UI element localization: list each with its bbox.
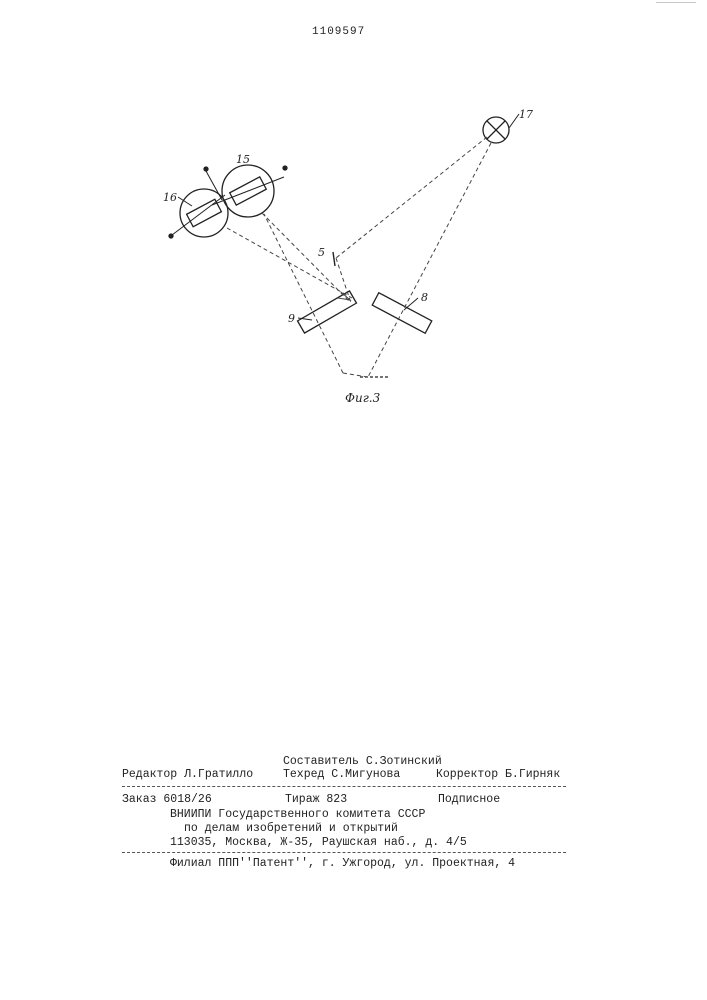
- element-5-symbol: [333, 252, 335, 266]
- label-17: 17: [519, 108, 533, 121]
- lamp-leader-line: [509, 114, 519, 128]
- organization-line-2: по делам изобретений и открытий: [184, 822, 398, 836]
- circulation-line: Тираж 823: [285, 793, 347, 807]
- element-15-symbol: [212, 165, 287, 217]
- rule-top: [122, 786, 566, 787]
- figure-3-optical-diagram: 17 15 16 5 9 8 Фиг.3: [0, 0, 707, 420]
- editor-line: Редактор Л.Гратилло: [122, 768, 253, 782]
- label-9: 9: [288, 312, 295, 325]
- corrector-line: Корректор Б.Гирняк: [436, 768, 560, 782]
- lamp-17-symbol: [483, 117, 509, 143]
- address-line: 113035, Москва, Ж-35, Раушская наб., д. …: [170, 836, 467, 850]
- label-8: 8: [421, 291, 428, 304]
- compiler-line: Составитель С.Зотинский: [283, 755, 442, 769]
- subscription-line: Подписное: [438, 793, 500, 807]
- rule-bottom: [122, 852, 566, 853]
- label-16: 16: [163, 191, 177, 204]
- label-15: 15: [236, 153, 250, 166]
- branch-line: Филиал ППП''Патент'', г. Ужгород, ул. Пр…: [170, 857, 515, 871]
- organization-line-1: ВНИИПИ Государственного комитета СССР: [170, 808, 425, 822]
- order-line: Заказ 6018/26: [122, 793, 212, 807]
- tech-editor-line: Техред С.Мигунова: [283, 768, 400, 782]
- label-5: 5: [318, 246, 325, 259]
- figure-caption: Фиг.3: [345, 391, 381, 405]
